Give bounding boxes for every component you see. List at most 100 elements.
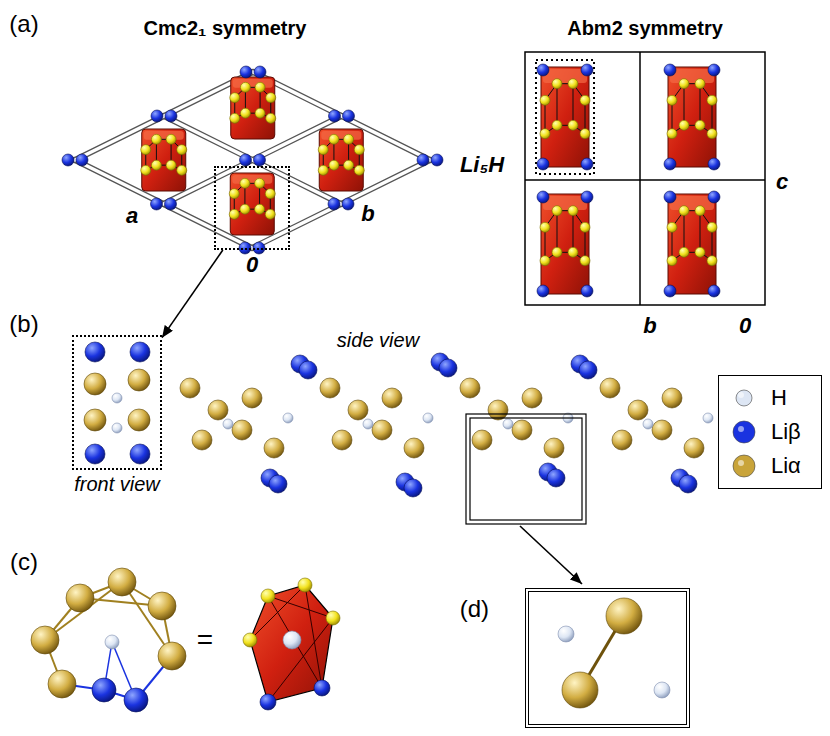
hydrogen-atom: [283, 631, 301, 649]
li-beta-atom: [581, 285, 593, 297]
swatch-highlight: [738, 426, 744, 432]
li-beta-atom: [404, 479, 422, 497]
li-alpha-atom: [472, 430, 492, 450]
polyhedron-vertex: [243, 633, 257, 647]
polyhedron-vertex: [679, 120, 689, 130]
li-beta-atom: [254, 66, 266, 78]
li-alpha-atom: [512, 420, 532, 440]
li-beta-atom: [130, 342, 150, 362]
li-alpha-atom: [128, 409, 150, 431]
front-view-box: front view: [72, 335, 162, 470]
bond: [557, 211, 558, 253]
legend-swatch: [736, 390, 752, 406]
polyhedron-vertex: [151, 160, 161, 170]
axis-label: b: [361, 202, 374, 226]
polyhedron-top-face: [232, 175, 272, 184]
panel-label: (c): [10, 549, 38, 575]
polyhedron-vertex: [540, 95, 550, 105]
li-beta-atom: [581, 158, 593, 170]
li-beta-atom: [328, 198, 340, 210]
polyhedron-vertex: [354, 165, 364, 175]
polyhedron-vertex: [229, 209, 239, 219]
li-beta-atom: [260, 694, 276, 710]
li-beta-atom: [708, 158, 720, 170]
polyhedron-vertex: [580, 256, 590, 266]
polyhedron-vertex: [540, 129, 550, 139]
polyhedron-vertex: [695, 206, 705, 216]
polyhedron-vertex: [255, 178, 265, 188]
li-beta-atom: [62, 154, 74, 166]
legend-swatch-frame: [731, 419, 757, 445]
axis-label: c: [776, 170, 788, 194]
li-beta-atom: [664, 158, 676, 170]
view-label: side view: [337, 329, 419, 351]
li-alpha-atom: [84, 409, 106, 431]
polyhedron-vertex: [552, 120, 562, 130]
li-beta-atom: [299, 361, 317, 379]
polyhedron-vertex: [230, 93, 240, 103]
legend-entry: Liα: [719, 449, 821, 483]
polyhedron-vertex: [329, 160, 339, 170]
li-alpha-atom: [606, 598, 642, 634]
polyhedron-vertex: [552, 247, 562, 257]
polyhedron-vertex: [707, 129, 717, 139]
polyhedron-vertex: [580, 222, 590, 232]
li-beta-atom: [581, 191, 593, 203]
selection-box-inner: [470, 418, 582, 520]
polyhedron-top-face: [321, 131, 361, 140]
li-alpha-atom: [684, 438, 704, 458]
li-beta-atom: [708, 64, 720, 76]
li-beta-atom: [130, 444, 150, 464]
polyhedron-vertex: [266, 113, 276, 123]
polyhedron: [541, 67, 589, 167]
li-beta-atom: [254, 154, 266, 166]
legend-text: H: [771, 385, 787, 411]
selection-box-outer: [466, 414, 586, 524]
li-alpha-atom: [264, 438, 284, 458]
polyhedron: [230, 173, 274, 235]
polyhedron: [668, 194, 716, 294]
legend-entry: H: [719, 381, 821, 415]
polyhedron-vertex: [707, 222, 717, 232]
polyhedron-vertex: [265, 209, 275, 219]
li-beta-atom: [314, 680, 330, 696]
polyhedron-top-face: [543, 196, 587, 210]
li-alpha-atom: [192, 430, 212, 450]
li-beta-atom: [240, 154, 252, 166]
polyhedron-vertex: [318, 145, 328, 155]
li-alpha-atom: [562, 672, 598, 708]
li-beta-atom: [537, 285, 549, 297]
polyhedron-vertex: [166, 134, 176, 144]
li-beta-atom: [537, 64, 549, 76]
li-alpha-atom: [31, 626, 59, 654]
li-alpha-atom: [48, 670, 76, 698]
polyhedron: [319, 129, 363, 191]
unit-cell-box: 0: [214, 166, 290, 250]
li-beta-atom: [537, 191, 549, 203]
li-alpha-atom: [232, 420, 252, 440]
li-alpha-atom: [66, 584, 94, 612]
detail-atoms: [558, 598, 670, 708]
polyhedron-vertex: [329, 134, 339, 144]
axis-label: b: [643, 314, 656, 338]
polyhedron-vertex: [679, 206, 689, 216]
bond: [45, 582, 122, 640]
li-beta-atom: [679, 475, 697, 493]
legend-text: Liβ: [771, 419, 801, 445]
polyhedron-vertex: [695, 79, 705, 89]
origin-label: 0: [739, 314, 751, 338]
polyhedron: [231, 77, 275, 139]
bond: [268, 596, 333, 618]
polyhedron-vertex: [568, 120, 578, 130]
li-beta-atom: [329, 110, 341, 122]
hydrogen-atom: [643, 419, 653, 429]
li-beta-atom: [537, 158, 549, 170]
hydrogen-atom: [558, 626, 574, 642]
polyhedron-vertex: [568, 247, 578, 257]
li-beta-atom: [342, 198, 354, 210]
polyhedron-vertex: [667, 95, 677, 105]
li-alpha-atom: [148, 592, 176, 620]
polyhedron-vertex: [177, 165, 187, 175]
li-beta-atom: [76, 154, 88, 166]
